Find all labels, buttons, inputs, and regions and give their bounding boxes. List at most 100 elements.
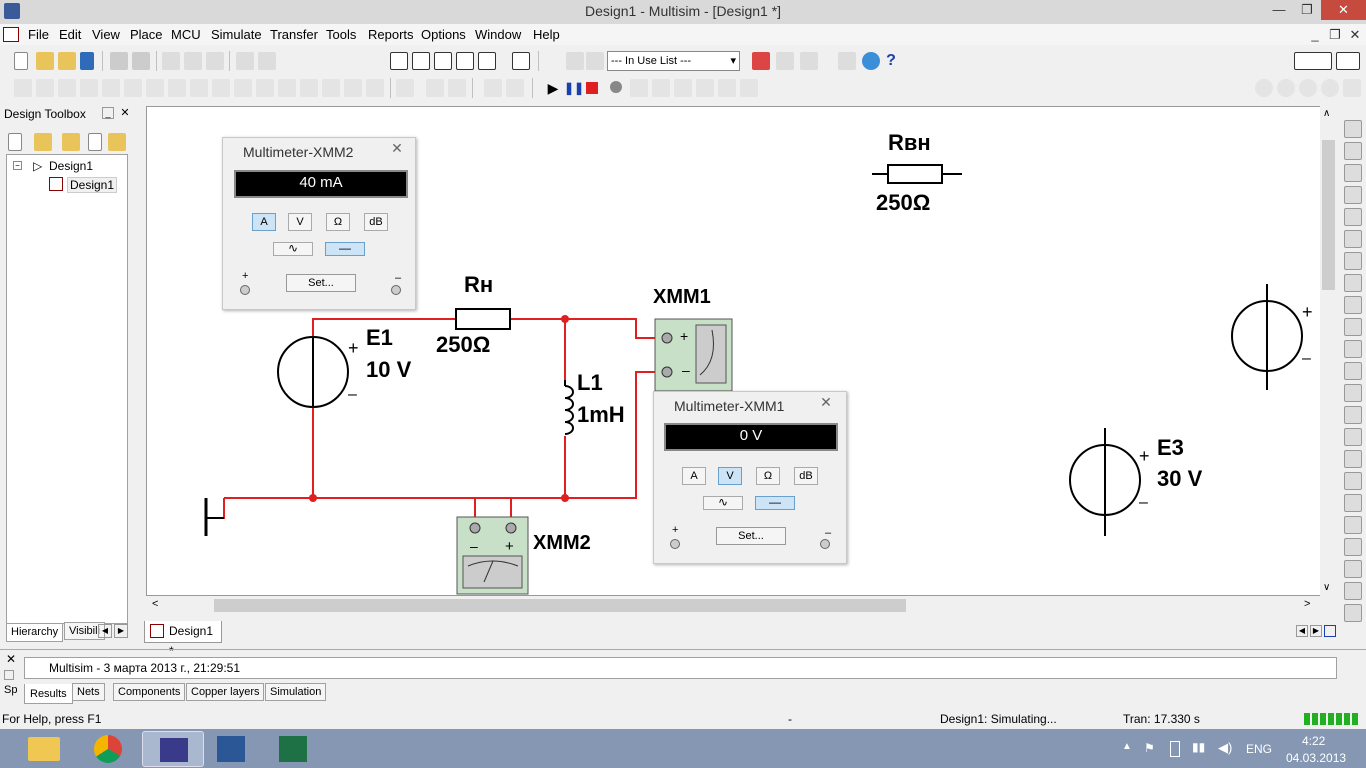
pause-icon[interactable]: ❚❚ [564, 81, 585, 95]
tab-nav-left[interactable]: ◀ [1296, 625, 1308, 637]
probe-icon[interactable] [752, 52, 770, 70]
word-taskbar-icon[interactable] [200, 731, 262, 767]
in-use-list-select[interactable]: --- In Use List --- ▾ [607, 51, 740, 71]
ttl-component-icon[interactable] [124, 79, 142, 97]
vertical-scroll-thumb[interactable] [1322, 140, 1335, 290]
menu-options[interactable]: Options [421, 27, 466, 42]
tree-root-label[interactable]: Design1 [49, 159, 94, 173]
results-pin-icon[interactable] [4, 670, 14, 680]
tab-results[interactable]: Results [24, 684, 73, 704]
ammeter-button[interactable]: A [682, 467, 706, 485]
network-icon[interactable]: ▮▮ [1192, 740, 1206, 754]
postprocessor-icon[interactable] [512, 52, 530, 70]
scroll-up-arrow[interactable]: ∧ [1323, 108, 1331, 119]
decibel-button[interactable]: dB [794, 467, 818, 485]
ni-elvis-icon[interactable] [1344, 560, 1362, 578]
undo-icon[interactable] [236, 52, 254, 70]
language-indicator[interactable]: ENG [1246, 742, 1273, 756]
tab-nav-right[interactable]: ▶ [1310, 625, 1322, 637]
ni-component-icon[interactable] [344, 79, 362, 97]
horizontal-scroll-thumb[interactable] [214, 599, 906, 612]
ladder-icon[interactable] [484, 79, 502, 97]
run-icon[interactable]: ▶ [547, 80, 559, 96]
diode-component-icon[interactable] [58, 79, 76, 97]
ohmmeter-button[interactable]: Ω [756, 467, 780, 485]
tab-design1[interactable]: Design1 * [144, 621, 222, 658]
agilent-scope-icon[interactable] [1344, 472, 1362, 490]
scroll-down-arrow[interactable]: ∨ [1323, 582, 1331, 593]
tab-visibility[interactable]: Visibili [64, 622, 105, 640]
tektronix-scope-icon[interactable] [1344, 494, 1362, 512]
mixed-component-icon[interactable] [190, 79, 208, 97]
analog-component-icon[interactable] [102, 79, 120, 97]
distortion-analyzer-icon[interactable] [1344, 362, 1362, 380]
close-icon[interactable]: ✕ [391, 140, 403, 156]
explorer-taskbar-icon[interactable] [12, 731, 74, 767]
oscilloscope-icon[interactable] [1344, 186, 1362, 204]
logic-converter-icon[interactable] [1344, 296, 1362, 314]
grapher-icon[interactable] [478, 52, 496, 70]
print-preview-icon[interactable] [132, 52, 150, 70]
spreadsheet-toggle-icon[interactable] [412, 52, 430, 70]
ladder-rung-icon[interactable] [506, 79, 524, 97]
clock-date[interactable]: 04.03.2013 [1286, 751, 1347, 765]
frequency-counter-icon[interactable] [1344, 252, 1362, 270]
bus-icon[interactable] [426, 79, 444, 97]
menu-place[interactable]: Place [130, 27, 163, 42]
zoom-area-icon[interactable] [1299, 79, 1317, 97]
tab-scroll-right[interactable]: ▶ [114, 624, 128, 638]
erc-icon[interactable] [566, 52, 584, 70]
menu-simulate[interactable]: Simulate [211, 27, 262, 42]
new-hierarchy-icon[interactable] [8, 133, 22, 151]
tab-copper-layers[interactable]: Copper layers [186, 683, 265, 701]
menu-window[interactable]: Window [475, 27, 522, 42]
xmm2-meter[interactable] [456, 516, 529, 595]
paste-icon[interactable] [206, 52, 224, 70]
current-probe-icon[interactable] [1344, 582, 1362, 600]
chrome-taskbar-icon[interactable] [77, 731, 139, 767]
menu-mcu[interactable]: MCU [171, 27, 201, 42]
dc-mode-button[interactable]: — [325, 242, 365, 256]
mcu-component-icon[interactable] [366, 79, 384, 97]
tab-simulation[interactable]: Simulation [265, 683, 327, 701]
menu-help[interactable]: Help [533, 27, 560, 42]
step-over-icon[interactable] [652, 79, 670, 97]
stop-icon[interactable] [586, 82, 598, 94]
back-annotate-icon[interactable] [586, 52, 604, 70]
wattmeter-icon[interactable] [1344, 164, 1362, 182]
wire-icon[interactable] [448, 79, 466, 97]
ac-mode-button[interactable]: ∿ [703, 496, 743, 510]
source-component-icon[interactable] [14, 79, 32, 97]
bode-plotter-icon[interactable] [1344, 230, 1362, 248]
l1-inductor[interactable] [564, 380, 574, 435]
copy-icon[interactable] [184, 52, 202, 70]
flag-icon[interactable]: ⚑ [1144, 741, 1155, 755]
multimeter-instrument-icon[interactable] [1344, 120, 1362, 138]
help-icon[interactable]: ? [886, 52, 896, 69]
measurement-probe-icon[interactable] [1344, 516, 1362, 534]
toolbox-pin-button[interactable]: _ [102, 107, 114, 119]
menu-file[interactable]: File [28, 27, 49, 42]
close-hierarchy-icon[interactable] [88, 133, 102, 151]
ac-mode-button[interactable]: ∿ [273, 242, 313, 256]
volume-icon[interactable]: ◀) [1218, 740, 1233, 755]
dc-mode-button[interactable]: — [755, 496, 795, 510]
agilent-generator-icon[interactable] [1344, 428, 1362, 446]
zoom-in-icon[interactable] [1255, 79, 1273, 97]
plus-terminal[interactable] [670, 539, 680, 549]
transistor-component-icon[interactable] [80, 79, 98, 97]
instrument-toolbar-icon[interactable] [1294, 52, 1332, 70]
voltmeter-button[interactable]: V [288, 213, 312, 231]
full-screen-icon[interactable] [1343, 79, 1361, 97]
app-icon[interactable] [4, 3, 20, 19]
component-icon[interactable] [456, 52, 474, 70]
new-icon[interactable] [14, 52, 28, 70]
plus-terminal[interactable] [240, 285, 250, 295]
mdi-minimize-button[interactable]: _ [1311, 27, 1319, 42]
iv-analyzer-icon[interactable] [1344, 340, 1362, 358]
tab-scroll-left[interactable]: ◀ [98, 624, 112, 638]
cut-icon[interactable] [162, 52, 180, 70]
pause-simulation-icon[interactable] [1336, 52, 1360, 70]
multisim-taskbar-icon[interactable] [142, 731, 204, 767]
peripherals-icon[interactable] [278, 79, 296, 97]
